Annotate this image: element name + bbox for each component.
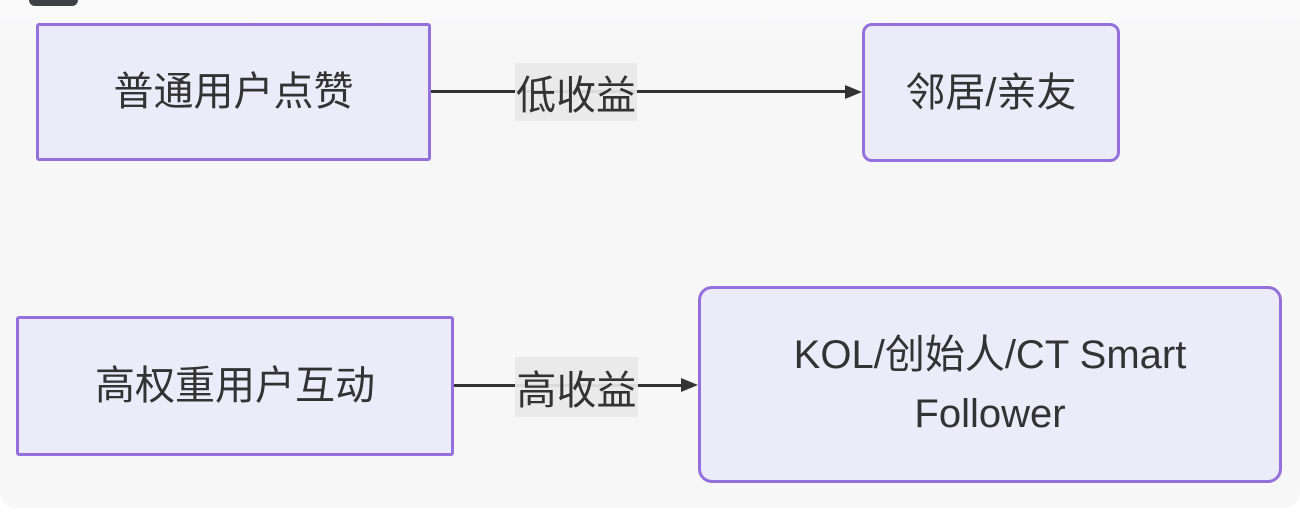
edge-label-low-yield: 低收益 bbox=[515, 63, 637, 121]
node-label-line-1: KOL/创始人/CT Smart bbox=[793, 332, 1187, 377]
node-high-weight-user-interaction: 高权重用户互动 bbox=[16, 316, 454, 456]
node-normal-user-like: 普通用户点赞 bbox=[36, 23, 431, 161]
edge-low-yield-line bbox=[431, 90, 847, 93]
arrowhead-right-icon bbox=[845, 85, 862, 99]
node-neighbors-relatives: 邻居/亲友 bbox=[862, 23, 1120, 162]
cropped-dark-element bbox=[29, 0, 78, 6]
node-label: 邻居/亲友 bbox=[905, 70, 1077, 115]
node-label-line-2: Follower bbox=[914, 391, 1066, 436]
node-label: 普通用户点赞 bbox=[113, 70, 354, 114]
edge-label-high-yield: 高收益 bbox=[515, 357, 638, 417]
edge-label-text: 低收益 bbox=[516, 74, 636, 118]
arrowhead-right-icon bbox=[681, 378, 698, 392]
node-kol-smart-follower: KOL/创始人/CT Smart Follower bbox=[698, 286, 1282, 483]
edge-label-text: 高收益 bbox=[516, 369, 637, 413]
node-label: 高权重用户互动 bbox=[95, 364, 375, 408]
